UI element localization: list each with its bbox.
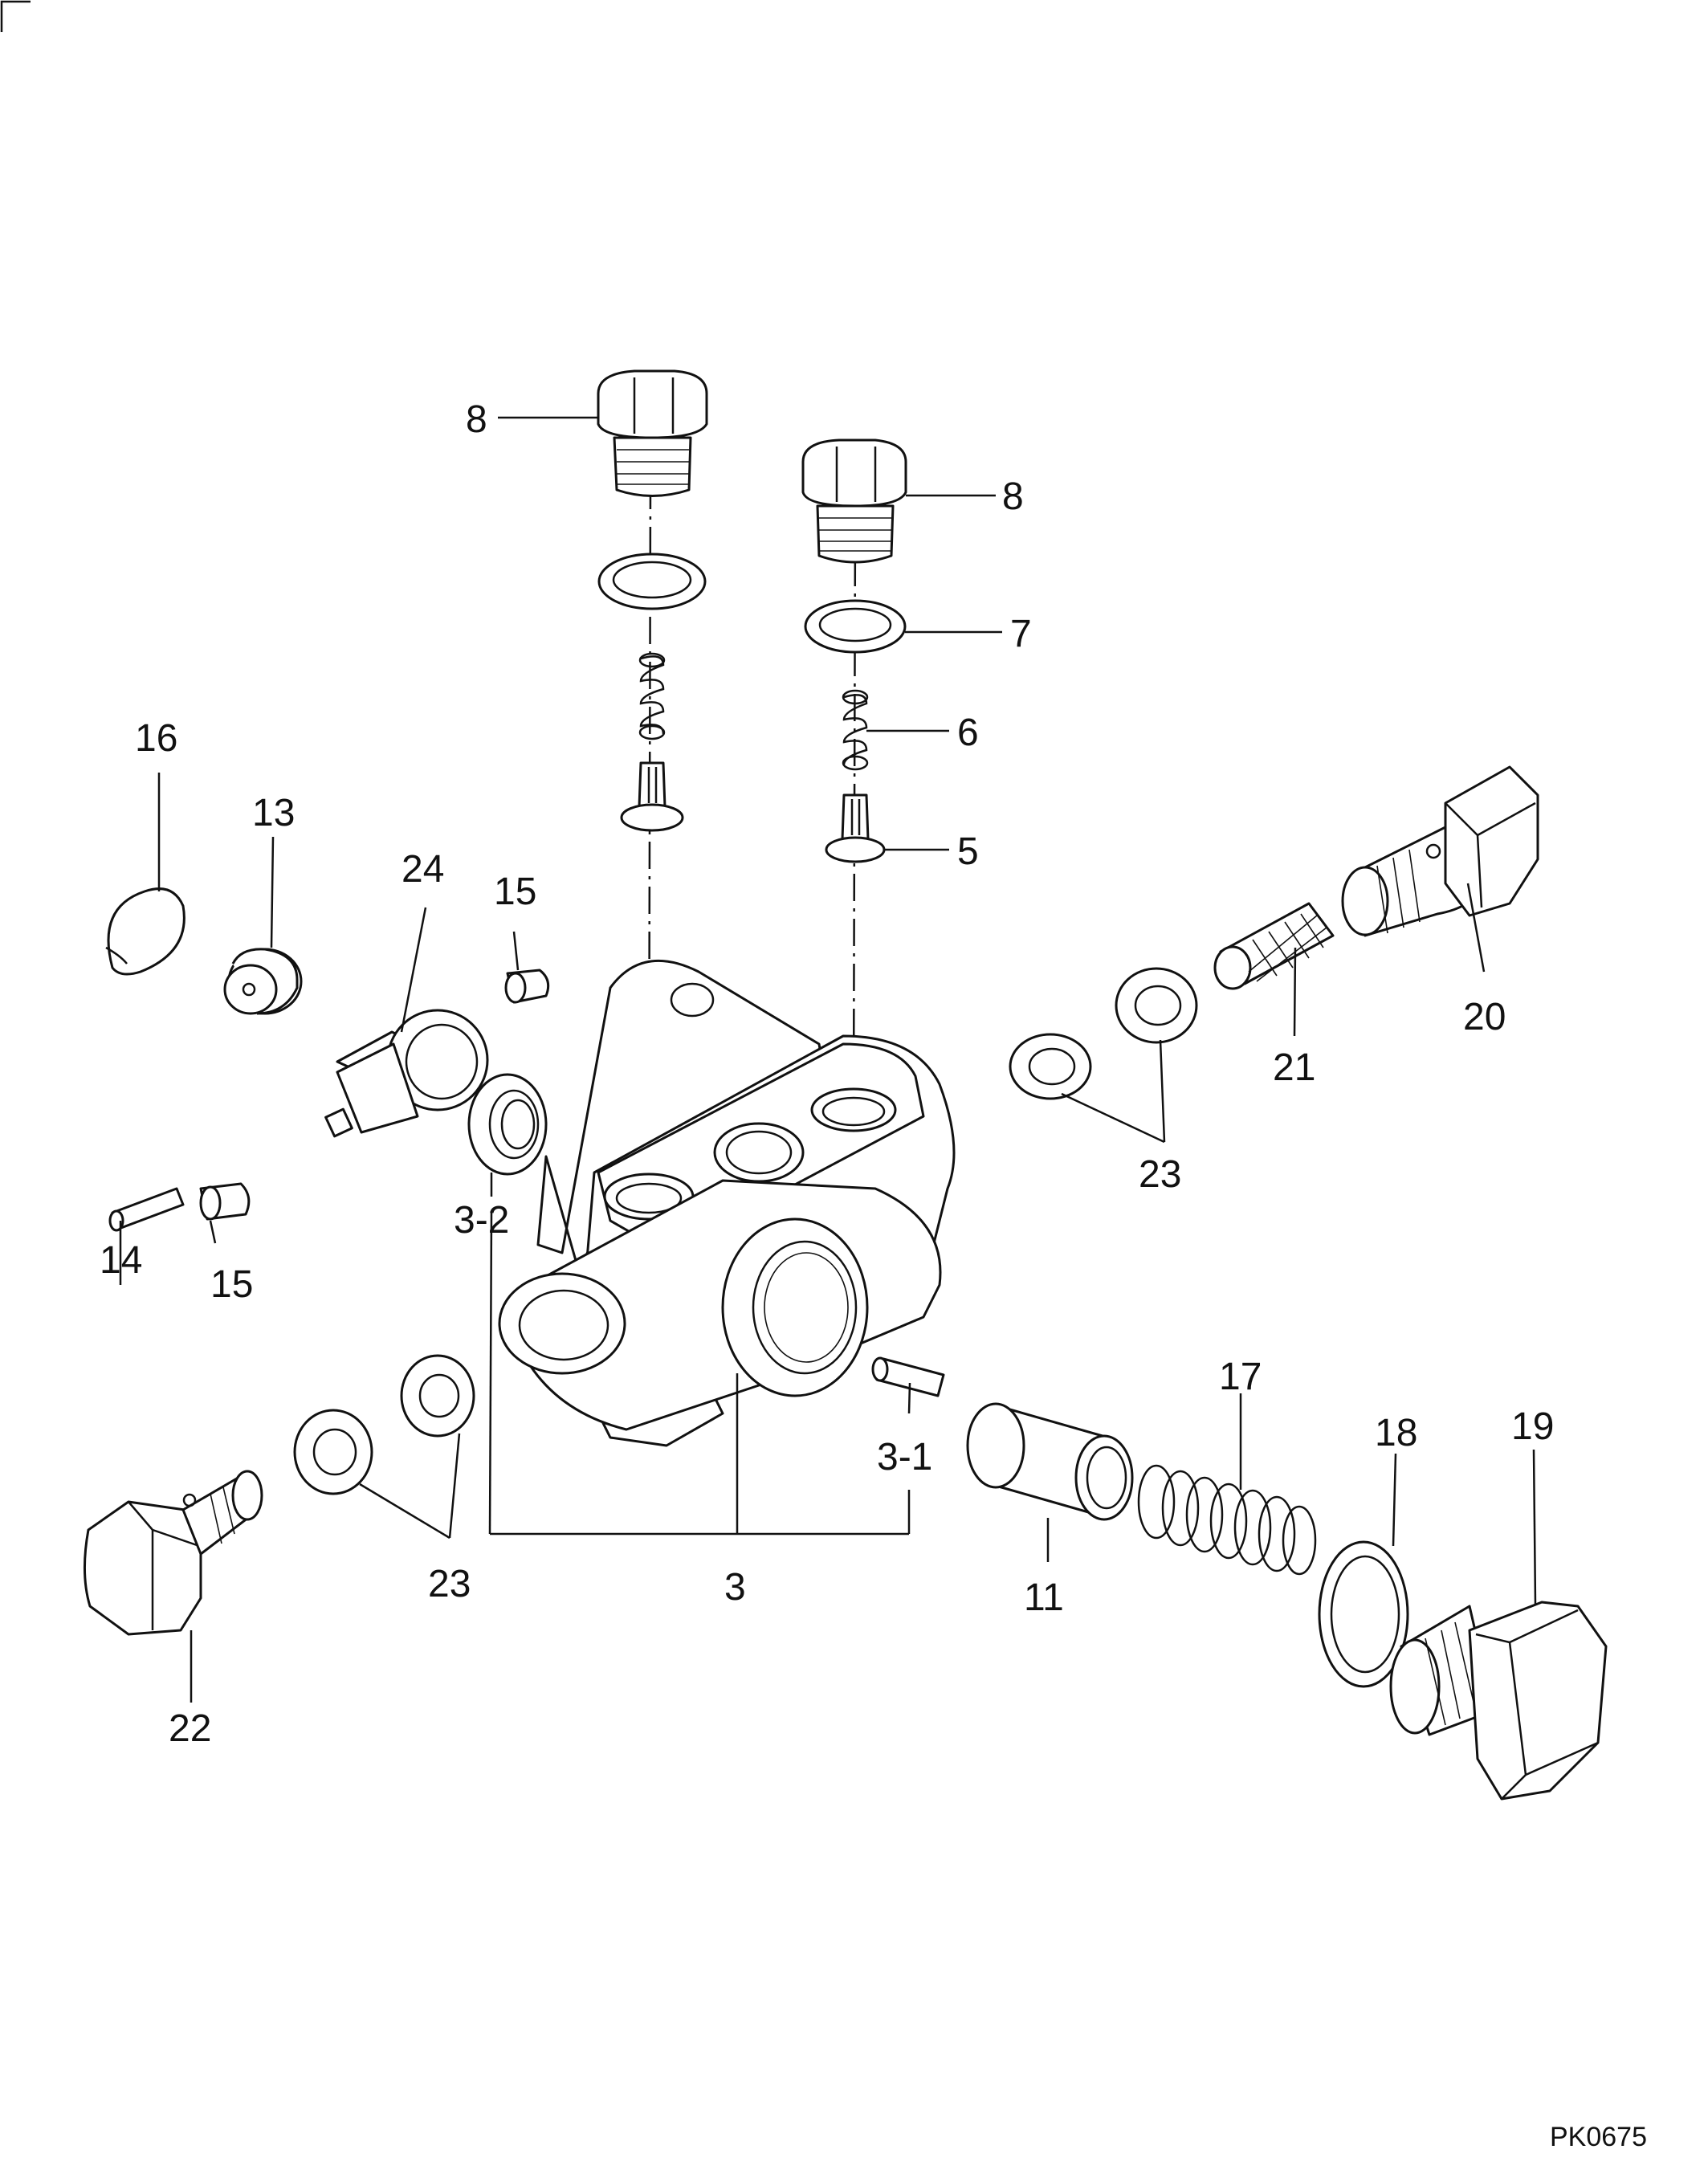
callout-3-1: 3-1 xyxy=(877,1436,932,1478)
callout-22: 22 xyxy=(169,1707,211,1750)
callout-3-2: 3-2 xyxy=(454,1199,509,1242)
lever-24 xyxy=(324,1009,489,1138)
left-spring-6 xyxy=(638,652,666,740)
callout-14: 14 xyxy=(100,1239,142,1282)
callout-13: 13 xyxy=(252,792,295,834)
callout-16: 16 xyxy=(135,717,177,760)
washer-23-right-a xyxy=(1009,1033,1092,1100)
callout-15-upper: 15 xyxy=(494,871,536,913)
callout-3: 3 xyxy=(724,1566,746,1609)
banjo-bolt-20 xyxy=(1341,765,1539,937)
callout-15-lower: 15 xyxy=(210,1263,253,1306)
callout-5: 5 xyxy=(957,830,979,873)
washer-23-left-a xyxy=(293,1409,373,1495)
callout-7: 7 xyxy=(1010,613,1032,655)
left-washer-7 xyxy=(597,553,707,610)
leader-lines xyxy=(119,416,1537,1703)
callout-6: 6 xyxy=(957,712,979,754)
callout-17: 17 xyxy=(1219,1356,1262,1398)
bushing-13 xyxy=(223,948,303,1015)
seal-3-2 xyxy=(467,1073,548,1176)
pin-14 xyxy=(108,1187,185,1232)
banjo-bolt-22 xyxy=(84,1470,263,1636)
plug-19 xyxy=(1389,1601,1608,1801)
callout-23-left: 23 xyxy=(428,1563,471,1605)
corner-mark xyxy=(0,0,31,32)
callout-8-right: 8 xyxy=(1002,475,1024,518)
callout-21: 21 xyxy=(1273,1046,1315,1089)
filter-21 xyxy=(1213,902,1335,990)
pin-3-1 xyxy=(871,1356,945,1397)
drawing-code: PK0675 xyxy=(1550,2122,1647,2152)
washer-23-right-b xyxy=(1115,967,1198,1044)
callout-11: 11 xyxy=(1024,1576,1064,1619)
snap-ring-16 xyxy=(105,887,185,976)
callout-20: 20 xyxy=(1463,996,1506,1038)
pin-15-lower xyxy=(199,1182,251,1221)
pin-15-upper xyxy=(504,969,550,1004)
callout-24: 24 xyxy=(402,848,444,891)
left-poppet-5 xyxy=(620,761,684,832)
right-spring-6 xyxy=(842,689,869,771)
right-washer-7 xyxy=(804,599,907,654)
callout-18: 18 xyxy=(1375,1412,1417,1454)
valve-body xyxy=(498,959,956,1447)
right-poppet-5 xyxy=(825,793,886,863)
callout-23-right: 23 xyxy=(1139,1153,1181,1196)
callout-labels: 8 8 7 6 5 16 13 24 15 14 15 3-2 20 21 23… xyxy=(100,398,1647,2152)
callout-19: 19 xyxy=(1511,1405,1554,1448)
spring-17 xyxy=(1137,1464,1317,1576)
gasket-18 xyxy=(1318,1540,1409,1688)
sleeve-11 xyxy=(966,1402,1134,1521)
callout-8-left: 8 xyxy=(466,398,487,441)
washer-23-left-b xyxy=(400,1354,475,1438)
left-plug-8 xyxy=(597,369,708,497)
right-plug-8 xyxy=(801,438,907,564)
